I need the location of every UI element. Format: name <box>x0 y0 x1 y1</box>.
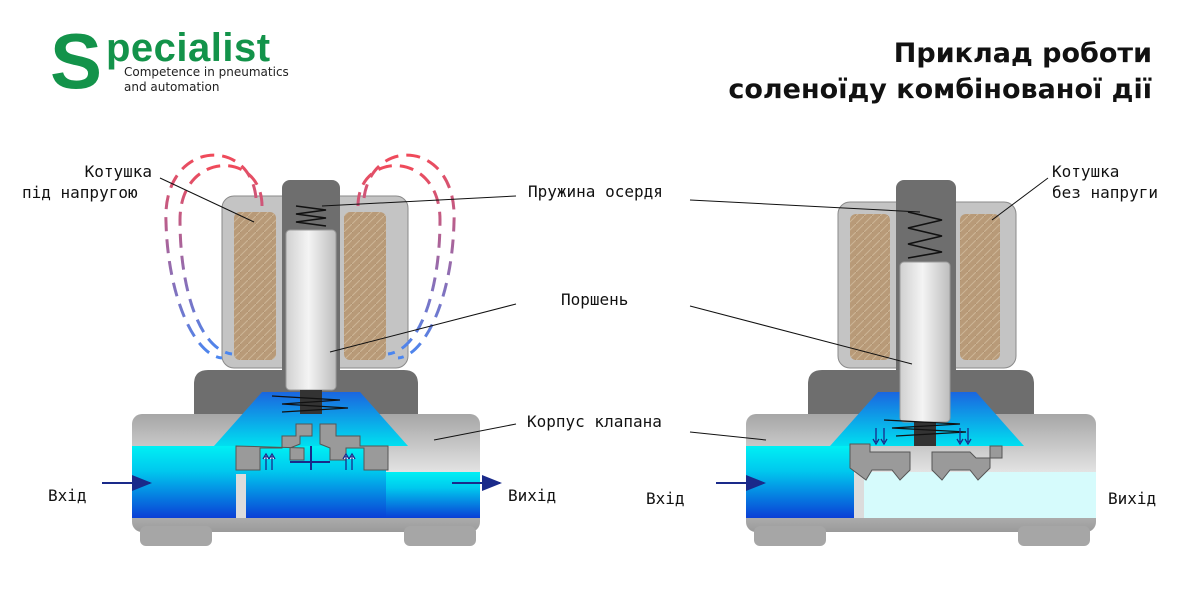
right-body-foot-r <box>1018 526 1090 546</box>
right-inlet-label: Вхід <box>646 489 685 508</box>
title-line1: Приклад роботи <box>893 38 1152 69</box>
body-label: Корпус клапана <box>527 412 662 431</box>
left-outlet-label: Вихід <box>508 486 557 505</box>
left-coil-label-2: під напругою <box>22 183 138 202</box>
right-outlet-empty <box>864 472 1096 518</box>
right-coil-right <box>960 214 1000 360</box>
logo-tagline-line1: Competence in pneumatics <box>124 65 289 79</box>
right-body-foot-l <box>754 526 826 546</box>
right-diaphragm-right <box>931 445 1003 481</box>
left-coil-right <box>344 212 386 360</box>
page-title: Приклад роботи соленоїду комбінованої ді… <box>728 36 1152 108</box>
left-wall <box>236 474 246 518</box>
right-plunger <box>899 261 951 423</box>
left-diaphragm-right <box>319 423 389 471</box>
right-outlet-label: Вихід <box>1108 489 1157 508</box>
right-flow-arrows <box>872 428 972 446</box>
left-coil-label: Котушка <box>60 162 152 182</box>
logo-word: pecialist <box>106 26 271 70</box>
right-bottom-spring <box>883 419 967 437</box>
logo-tagline-line2: and automation <box>124 80 220 94</box>
spring-label: Пружина осердя <box>528 182 663 201</box>
left-plunger <box>285 229 337 391</box>
left-inlet-label: Вхід <box>48 486 87 505</box>
plunger-label: Поршень <box>561 290 629 309</box>
right-diaphragm-left <box>849 443 911 481</box>
logo: S pecialist Competence in pneumatics and… <box>50 22 350 100</box>
left-valve <box>102 153 502 546</box>
right-core-spring <box>907 211 943 259</box>
left-flow-arrows <box>262 446 356 470</box>
left-coil-label-line1: Котушка <box>84 162 152 181</box>
right-coil-label-1: Котушка <box>1052 162 1120 181</box>
magnetic-field-icon <box>164 153 456 360</box>
left-upper-chamber <box>214 392 408 446</box>
left-coil-left <box>234 212 276 360</box>
left-body-foot-r <box>404 526 476 546</box>
right-coil-left <box>850 214 890 360</box>
leader-lines <box>159 177 1049 441</box>
right-wall <box>854 474 864 518</box>
right-valve <box>716 180 1096 546</box>
left-bottom-spring <box>271 395 349 413</box>
left-core-spring <box>295 205 327 227</box>
right-coil-label-2: без напруги <box>1052 183 1158 202</box>
left-diaphragm <box>235 423 313 471</box>
left-body-foot-l <box>140 526 212 546</box>
logo-initial: S <box>50 17 103 105</box>
title-line2: соленоїду комбінованої дії <box>728 74 1152 105</box>
